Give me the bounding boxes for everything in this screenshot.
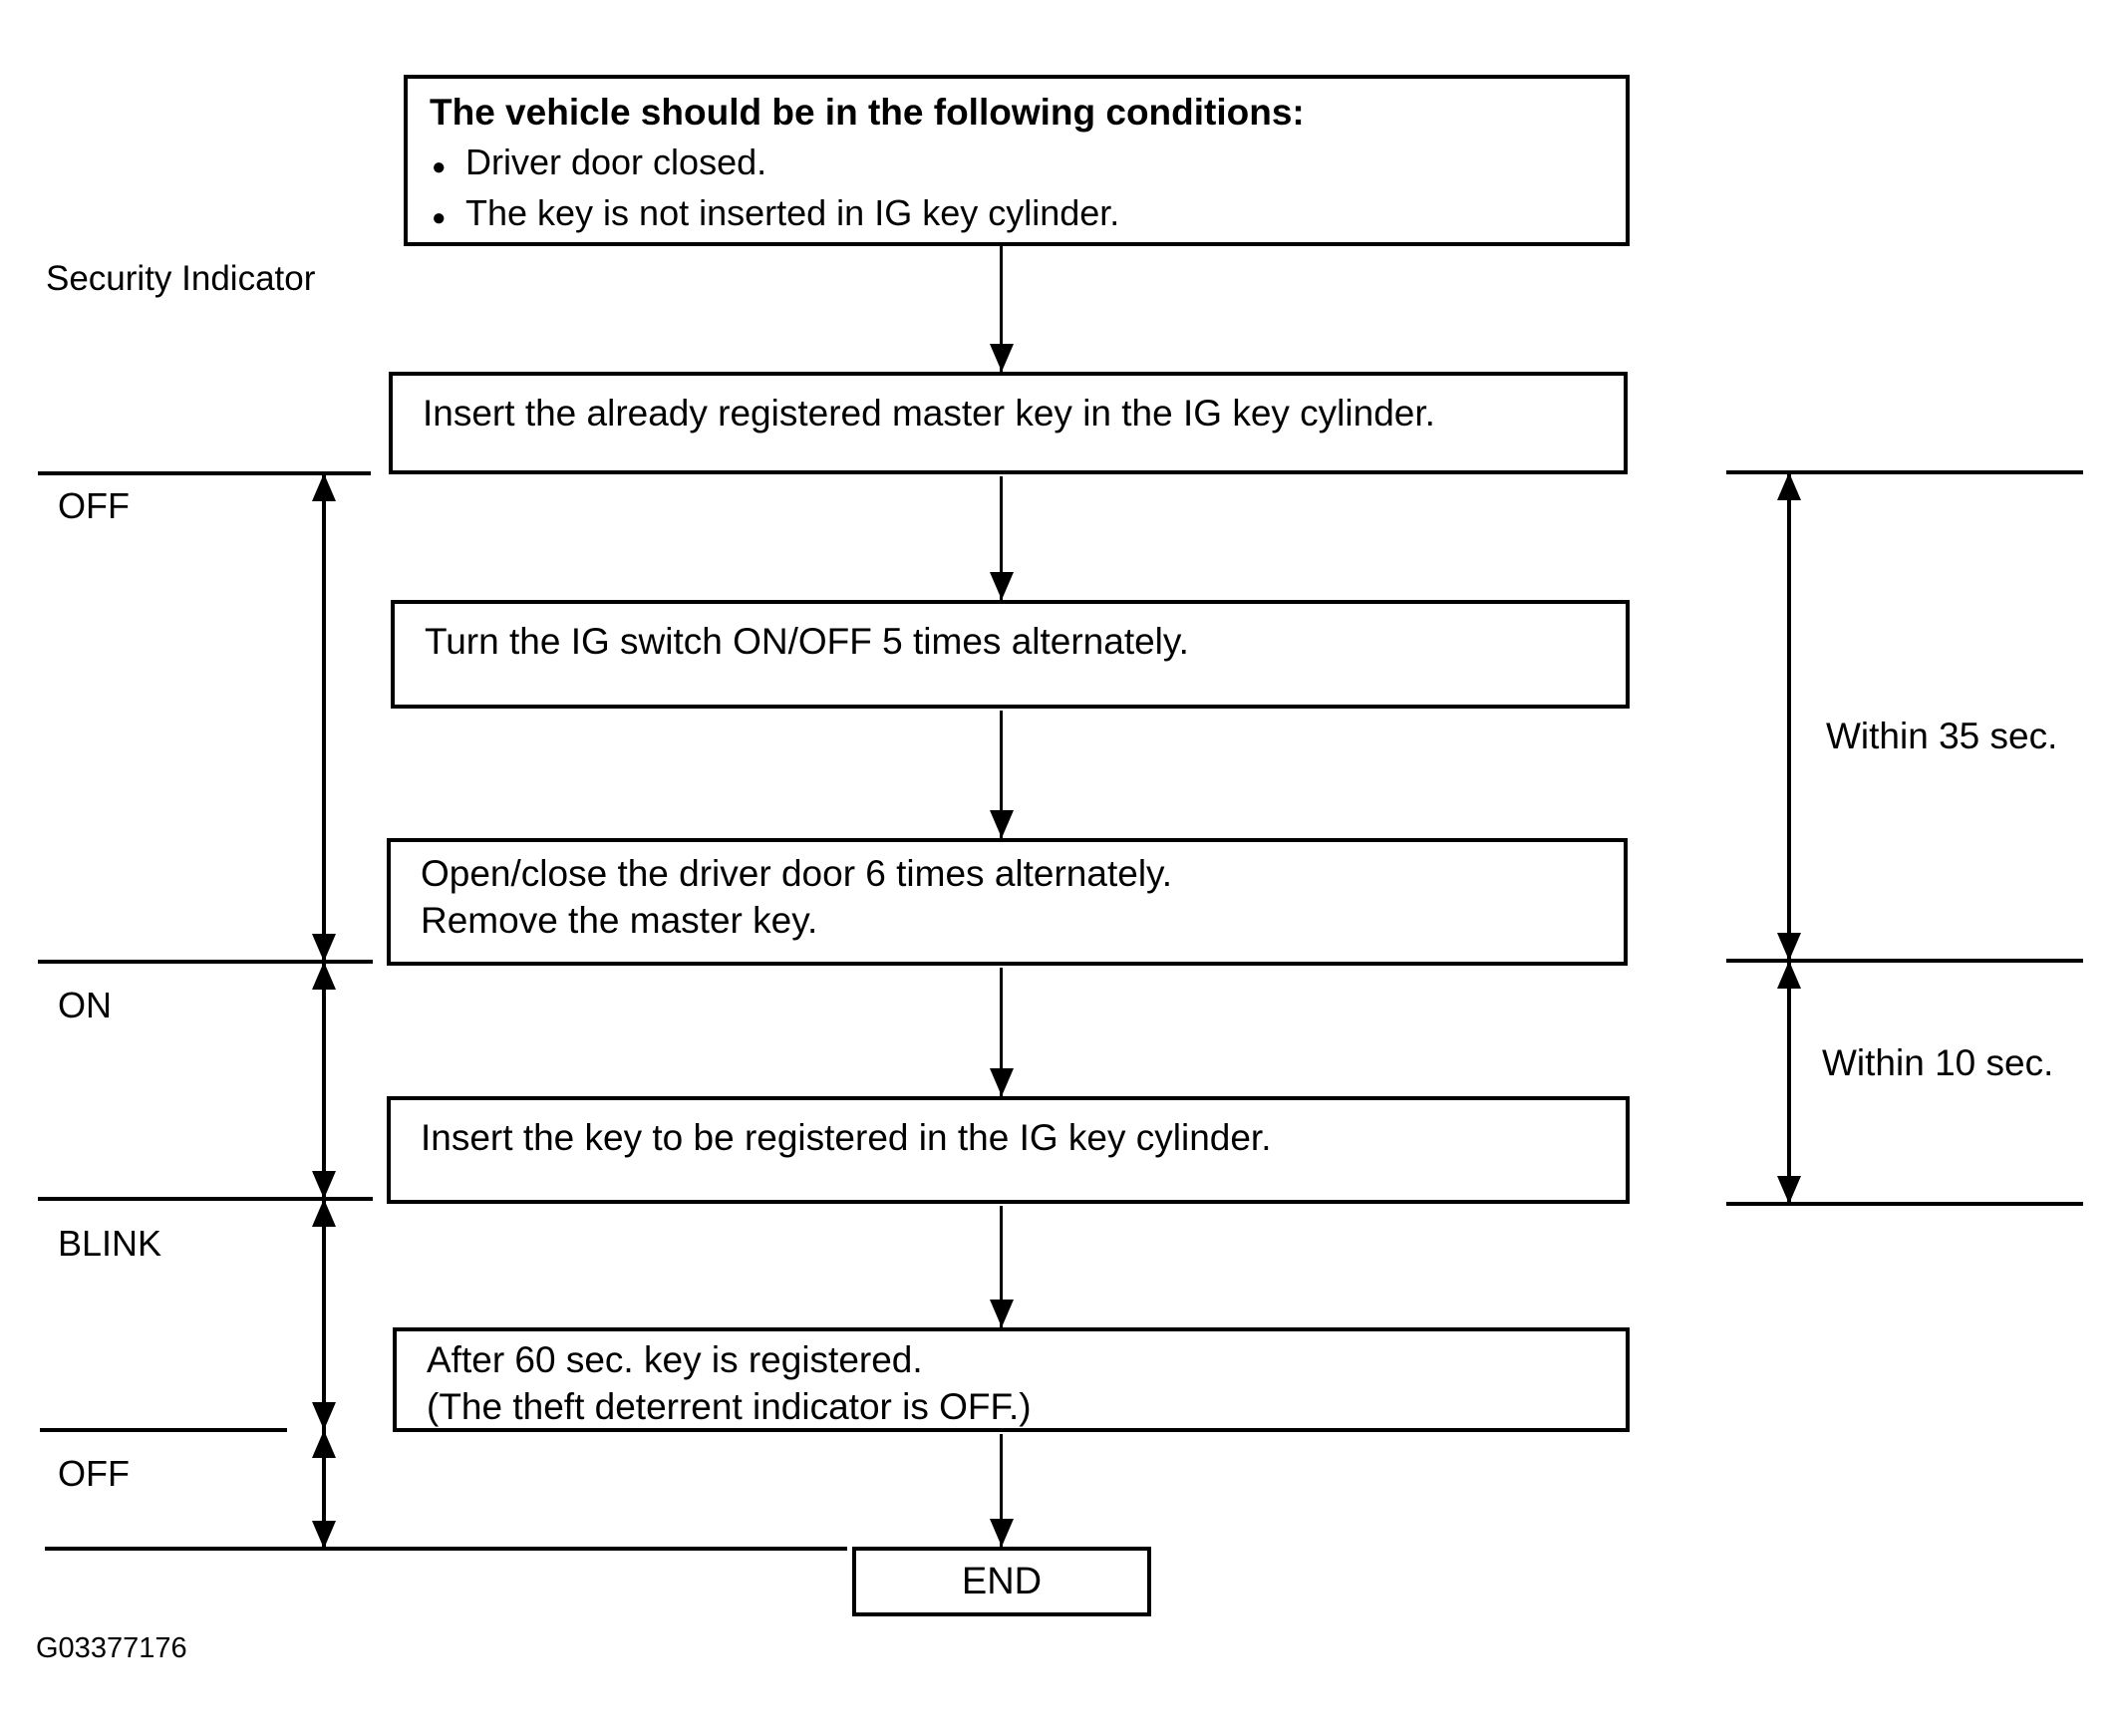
state-label-on: ON [58,985,112,1025]
condition-bullet-text: The key is not inserted in IG key cylind… [465,192,1120,233]
bullet-icon [432,190,465,241]
timeline-span-on-icon [312,962,336,1199]
duration-span-35sec-icon [1777,472,1801,961]
step-text: Insert the already registered master key… [423,393,1435,434]
state-label-off2: OFF [58,1453,130,1494]
step-box-insert-master-key: Insert the already registered master key… [389,372,1628,474]
condition-heading: The vehicle should be in the following c… [430,92,1305,133]
duration-label-10sec: Within 10 sec. [1822,1042,2054,1083]
flow-arrow-icon [989,711,1014,838]
left-tick-off-top [38,471,371,475]
duration-span-10sec-icon [1777,961,1801,1204]
step-text-line: After 60 sec. key is registered. [427,1339,923,1380]
flow-arrow-icon [989,246,1014,372]
step-text-line: (The theft deterrent indicator is OFF.) [427,1386,1032,1427]
timeline-span-off2-icon [312,1430,336,1549]
end-label: END [961,1560,1043,1602]
state-label-off: OFF [58,485,130,526]
right-tick-top [1726,470,2083,474]
left-tick-blink [38,1197,373,1201]
timeline-span-blink-icon [312,1199,336,1430]
left-tick-on [38,960,373,964]
step-box-insert-new-key: Insert the key to be registered in the I… [387,1096,1630,1204]
timeline-span-off-icon [312,473,336,962]
baseline-to-end [45,1547,847,1551]
security-indicator-title: Security Indicator [46,259,316,298]
step-box-key-registered: After 60 sec. key is registered. (The th… [393,1327,1630,1432]
step-box-driver-door: Open/close the driver door 6 times alter… [387,838,1628,966]
figure-id: G03377176 [36,1632,187,1664]
step-text-line: Open/close the driver door 6 times alter… [421,853,1173,894]
step-text: Insert the key to be registered in the I… [421,1117,1272,1158]
duration-label-35sec: Within 35 sec. [1826,716,2058,756]
flow-arrow-icon [989,476,1014,600]
condition-bullet-row: Driver door closed. [408,140,1626,190]
bullet-icon [432,140,465,190]
flow-arrow-icon [989,968,1014,1096]
flow-arrow-icon [989,1434,1014,1547]
flow-arrow-icon [989,1206,1014,1327]
right-tick-bottom [1726,1202,2083,1206]
state-label-blink: BLINK [58,1223,162,1264]
step-text-line: Remove the master key. [421,900,818,941]
step-text: Turn the IG switch ON/OFF 5 times altern… [425,621,1189,662]
end-box: END [852,1547,1151,1616]
condition-bullet-text: Driver door closed. [465,142,767,182]
left-tick-off-bottom [40,1428,287,1432]
right-tick-middle [1726,959,2083,963]
condition-box: The vehicle should be in the following c… [404,75,1630,246]
step-box-ig-switch: Turn the IG switch ON/OFF 5 times altern… [391,600,1630,709]
condition-bullet-row: The key is not inserted in IG key cylind… [408,190,1626,241]
